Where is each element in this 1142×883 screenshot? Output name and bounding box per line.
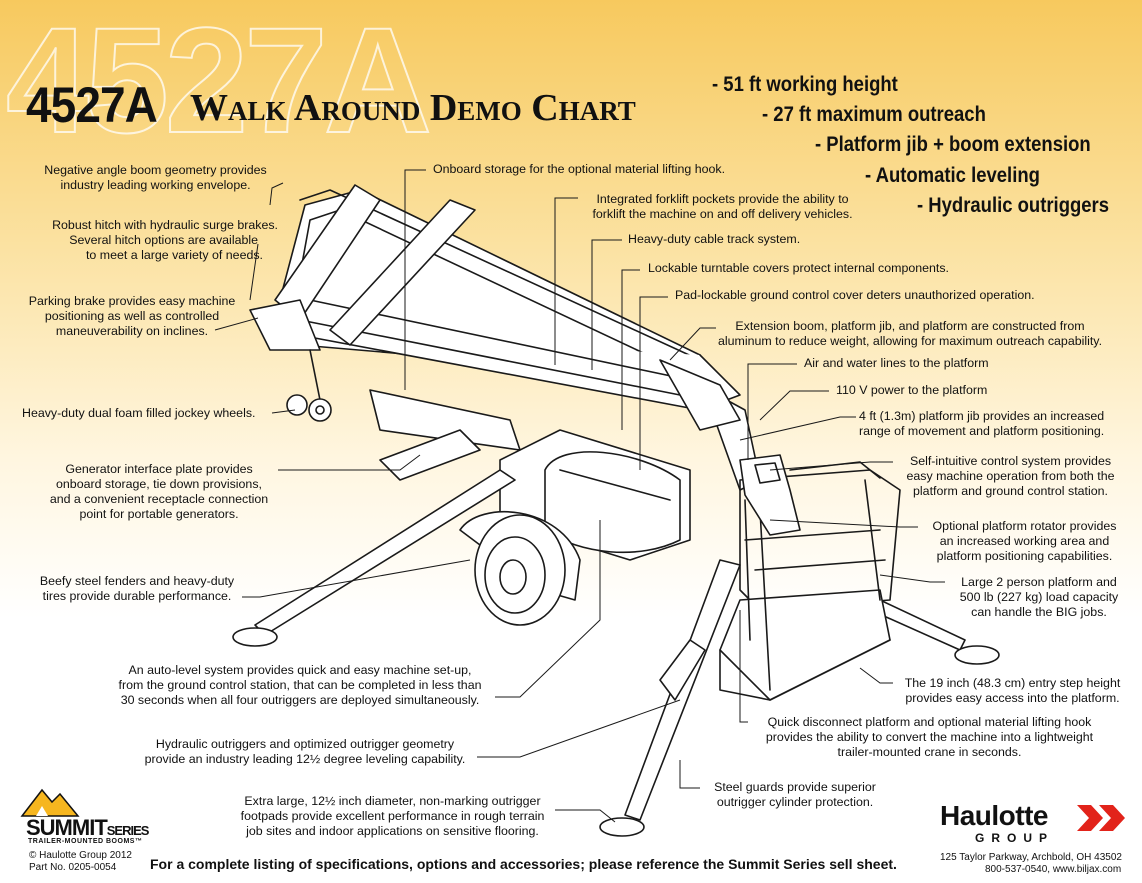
callout-hitch: Robust hitch with hydraulic surge brakes… (52, 218, 278, 262)
callout-onboard-storage: Onboard storage for the optional materia… (433, 162, 726, 176)
footer-note: For a complete listing of specifications… (150, 856, 897, 872)
feature-outreach: - 27 ft maximum outreach (762, 103, 986, 126)
model-number: 4527A (26, 77, 158, 133)
summit-tagline: TRAILER-MOUNTED BOOMS™ (28, 838, 143, 845)
feature-outriggers: - Hydraulic outriggers (917, 194, 1110, 217)
callout-turntable-covers: Lockable turntable covers protect intern… (648, 261, 949, 275)
callout-hydraulic-outriggers: Hydraulic outriggers and optimized outri… (144, 737, 466, 766)
summit-logo: SUMMITSERIES (26, 815, 149, 840)
chart-title: Walk Around Demo Chart (190, 87, 636, 129)
feature-leveling: - Automatic leveling (865, 164, 1040, 187)
callout-footpads: Extra large, 12½ inch diameter, non-mark… (240, 794, 545, 838)
callout-cable-track: Heavy-duty cable track system. (628, 232, 801, 246)
callout-110v: 110 V power to the platform (836, 383, 988, 397)
company-contact: 800-537-0540, www.biljax.com (985, 864, 1122, 875)
callout-auto-level: An auto-level system provides quick and … (118, 663, 482, 707)
haulotte-chevrons-icon (1077, 805, 1125, 831)
callout-air-water: Air and water lines to the platform (804, 356, 989, 370)
callout-platform-jib: 4 ft (1.3m) platform jib provides an inc… (859, 409, 1105, 438)
callout-ground-control-cover: Pad-lockable ground control cover deters… (675, 288, 1035, 302)
callout-quick-disconnect: Quick disconnect platform and optional m… (765, 715, 1094, 759)
part-number: Part No. 0205-0054 (29, 862, 117, 873)
svg-text:4527A: 4527A (6, 0, 429, 150)
callout-jockey-wheels: Heavy-duty dual foam filled jockey wheel… (22, 406, 256, 420)
callout-forklift-pockets: Integrated forklift pockets provide the … (592, 192, 853, 221)
mountain-logo-icon (20, 788, 80, 817)
watermark-4527a: 4527A (5, 0, 434, 150)
haulotte-logo: Haulotte (940, 800, 1049, 831)
feature-jib: - Platform jib + boom extension (815, 133, 1091, 156)
haulotte-group-label: GROUP (975, 831, 1055, 845)
copyright: © Haulotte Group 2012 (29, 850, 132, 861)
feature-working-height: - 51 ft working height (712, 73, 898, 96)
company-address: 125 Taylor Parkway, Archbold, OH 43502 (940, 852, 1122, 863)
callout-extension-boom: Extension boom, platform jib, and platfo… (717, 319, 1103, 348)
